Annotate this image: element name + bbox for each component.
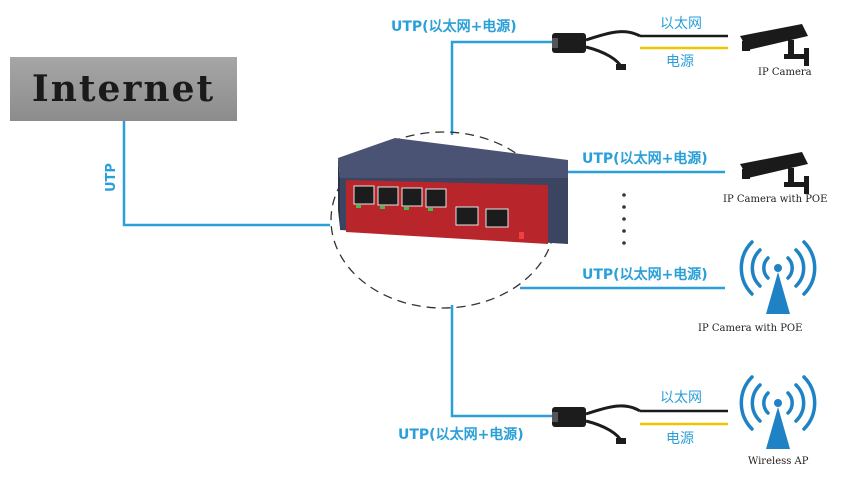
switch-top [338,138,568,178]
uplink-utp-label: UTP [104,163,119,192]
splitter-cord [585,404,641,443]
switch-port [377,186,399,206]
device-label-ip-camera-poe-2: IP Camera with POE [698,323,803,334]
power-led [519,232,524,239]
port-led [404,207,409,210]
internet-to-switch-cable [122,121,330,227]
poe-switch [338,138,568,244]
switch-ports [353,185,509,228]
port-led [428,208,433,211]
switch-port [425,188,447,208]
switch-port [455,206,479,226]
more-devices-dots [622,193,626,245]
link-label-top: UTP(以太网+电源) [391,19,517,35]
link-label-bottom: UTP(以太网+电源) [398,427,524,443]
wireless-antenna-icon [739,240,817,314]
cctv-camera-icon [740,152,809,194]
splitter-body [552,407,586,427]
bottom-power-label: 电源 [666,431,694,447]
top-ethernet-label: 以太网 [660,16,702,32]
switch-port [485,208,509,228]
switch-side [338,158,340,228]
cables [122,40,725,418]
port-led [380,206,385,209]
switch-port [353,185,375,205]
wireless-antenna-icon [739,375,817,449]
switch-port [401,187,423,207]
device-label-ip-camera-poe: IP Camera with POE [723,194,828,205]
link-label-antenna-poe: UTP(以太网+电源) [582,267,708,283]
port-led [356,205,361,208]
cctv-camera-icon [740,24,809,66]
internet-box: Internet [10,57,237,121]
top-splitter-cable [450,40,552,135]
bottom-poe-splitter [552,404,728,444]
splitter-cord [585,30,641,69]
top-poe-splitter [552,30,728,70]
top-power-label: 电源 [666,54,694,70]
splitter-body [552,33,586,53]
bottom-ethernet-label: 以太网 [660,390,702,406]
device-label-ip-camera: IP Camera [758,67,812,78]
internet-label: Internet [31,68,216,110]
link-label-camera-poe: UTP(以太网+电源) [582,151,708,167]
device-label-wireless-ap: Wireless AP [748,456,809,467]
switch-port-panel [346,180,548,244]
switch-leds [356,205,433,211]
bottom-splitter-cable [450,305,552,418]
